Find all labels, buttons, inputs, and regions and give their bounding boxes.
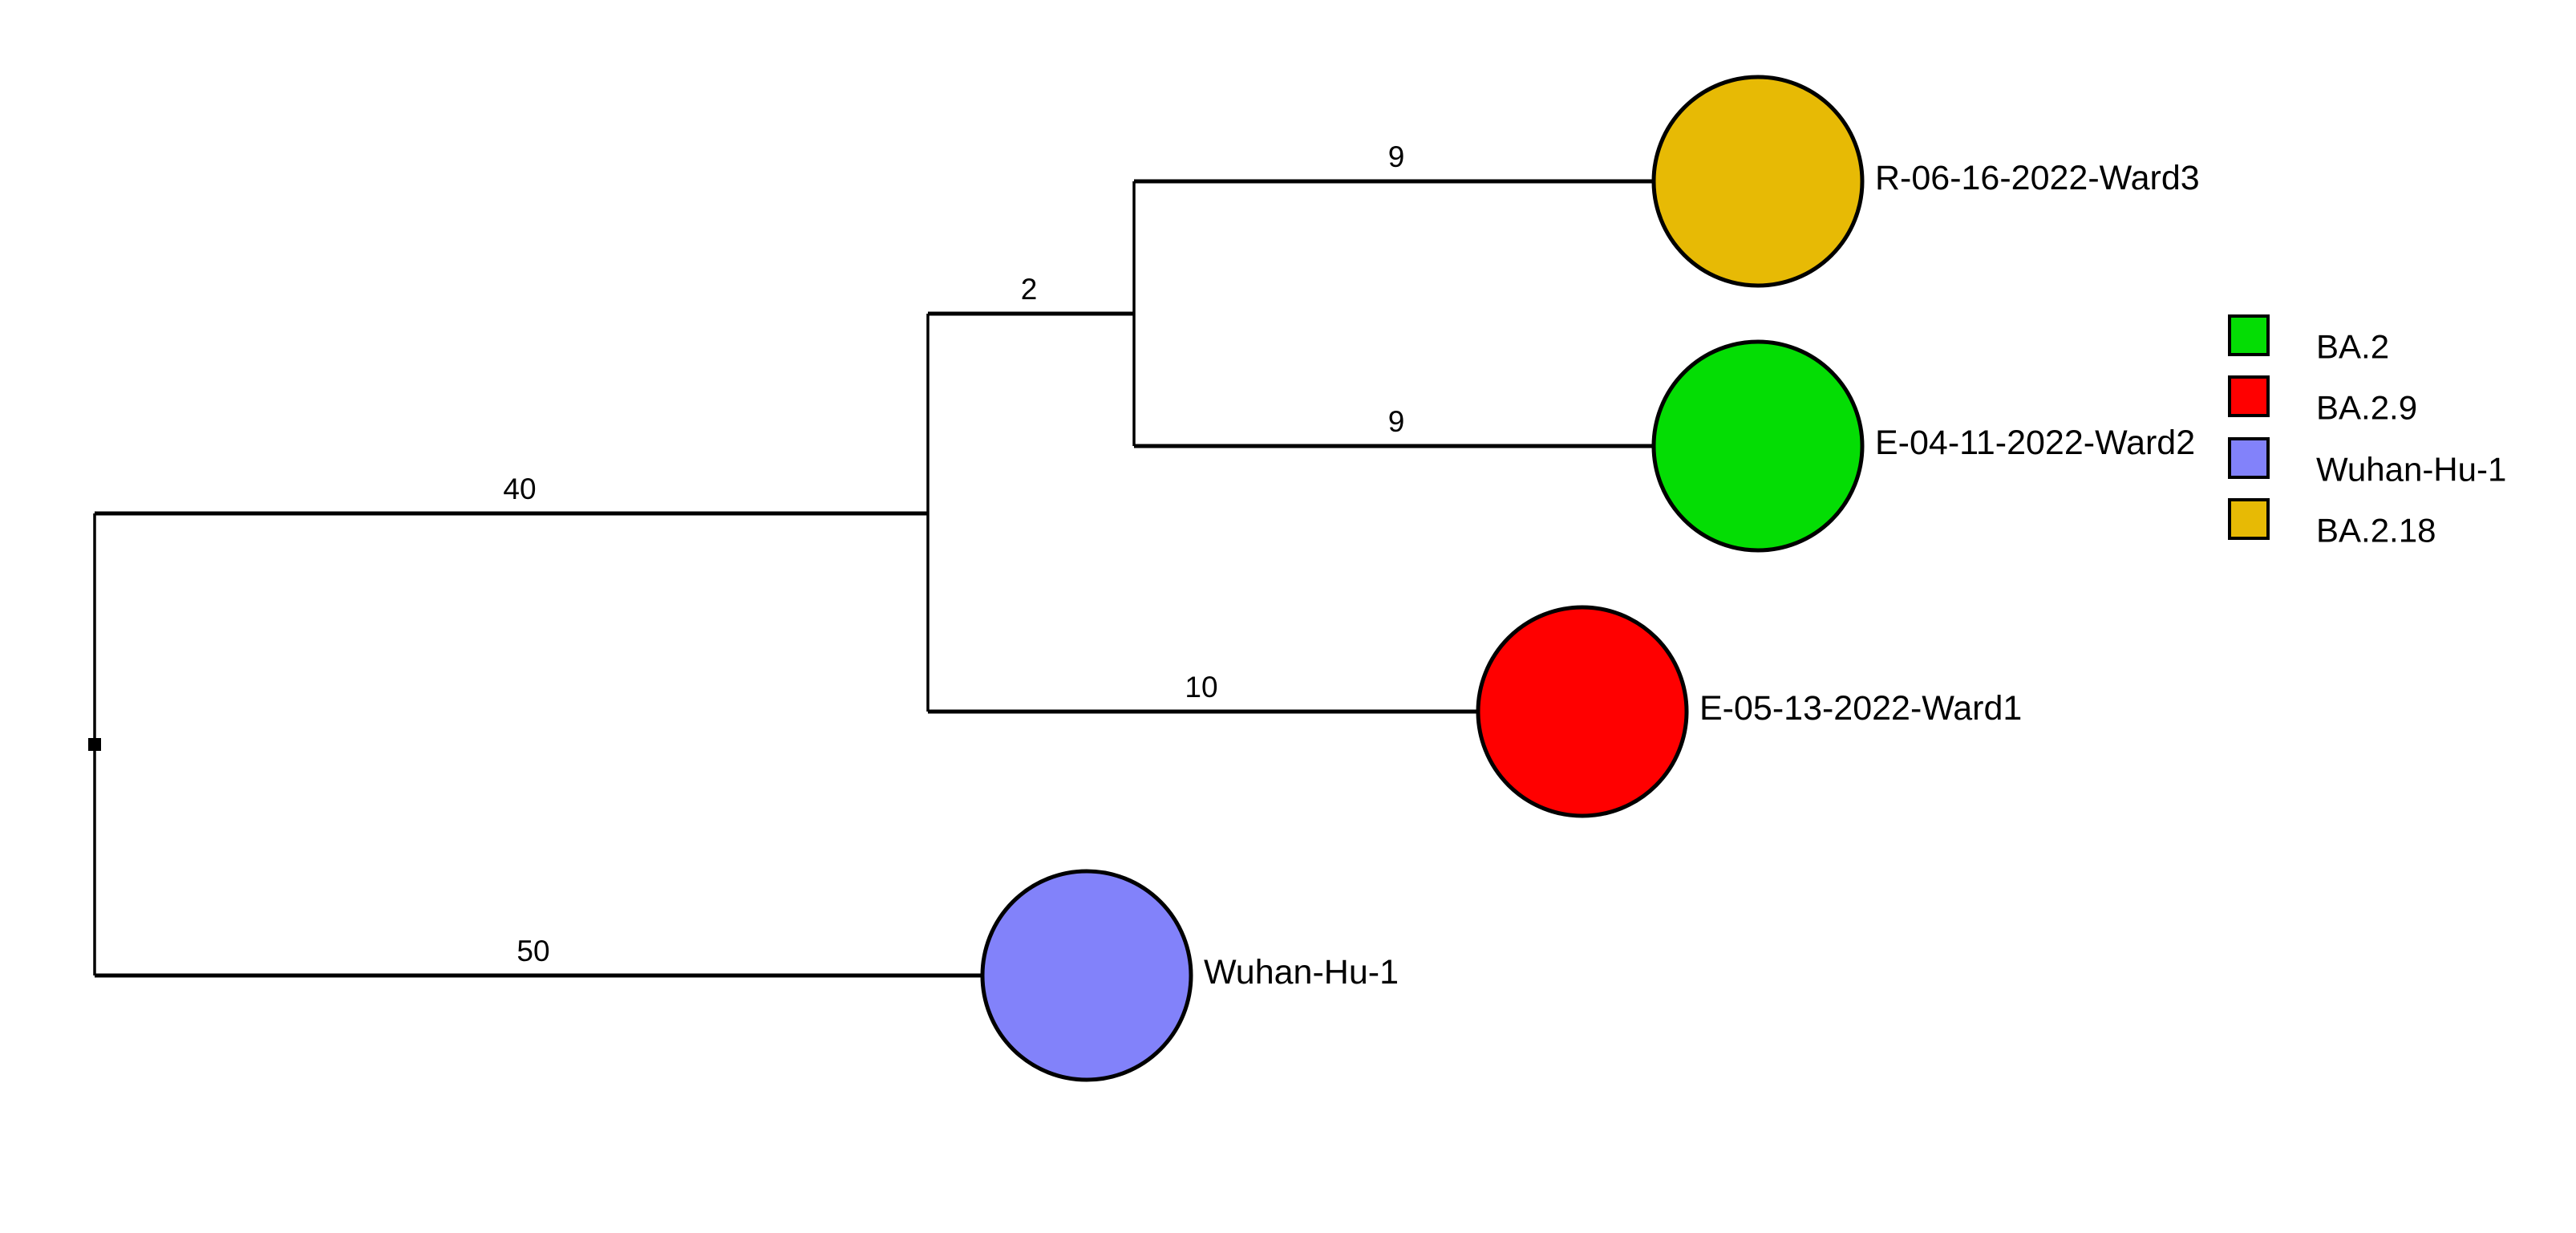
branch-length-label-9-bottom: 9 xyxy=(1388,405,1405,438)
branch-length-label-9-top: 9 xyxy=(1388,140,1405,173)
legend-swatch-ba218 xyxy=(2228,498,2270,540)
tip-node-ward3 xyxy=(1651,75,1865,288)
legend-label-ba218: BA.2.18 xyxy=(2316,512,2436,550)
tip-node-wuhan xyxy=(980,869,1193,1082)
tip-node-ward1 xyxy=(1476,605,1689,818)
legend-label-wuhan: Wuhan-Hu-1 xyxy=(2316,451,2506,489)
tip-node-ward2 xyxy=(1651,339,1865,553)
branch-length-label-50: 50 xyxy=(516,935,549,967)
branch-length-label-10: 10 xyxy=(1185,671,1217,704)
legend-swatch-ba2 xyxy=(2228,314,2270,356)
tip-label-ward3: R-06-16-2022-Ward3 xyxy=(1875,159,2200,197)
legend: BA.2 BA.2.9 Wuhan-Hu-1 BA.2.18 xyxy=(2228,314,2506,550)
legend-swatch-wuhan xyxy=(2228,437,2270,479)
branch-length-label-40: 40 xyxy=(503,473,536,505)
legend-label-ba29: BA.2.9 xyxy=(2316,389,2417,427)
legend-label-ba2: BA.2 xyxy=(2316,328,2389,366)
branch-length-label-2: 2 xyxy=(1021,273,1038,306)
tip-label-ward2: E-04-11-2022-Ward2 xyxy=(1875,424,2195,462)
legend-swatch-ba29 xyxy=(2228,375,2270,417)
tip-label-wuhan: Wuhan-Hu-1 xyxy=(1204,953,1399,992)
tip-label-ward1: E-05-13-2022-Ward1 xyxy=(1699,689,2022,728)
root-node-marker xyxy=(88,738,101,751)
